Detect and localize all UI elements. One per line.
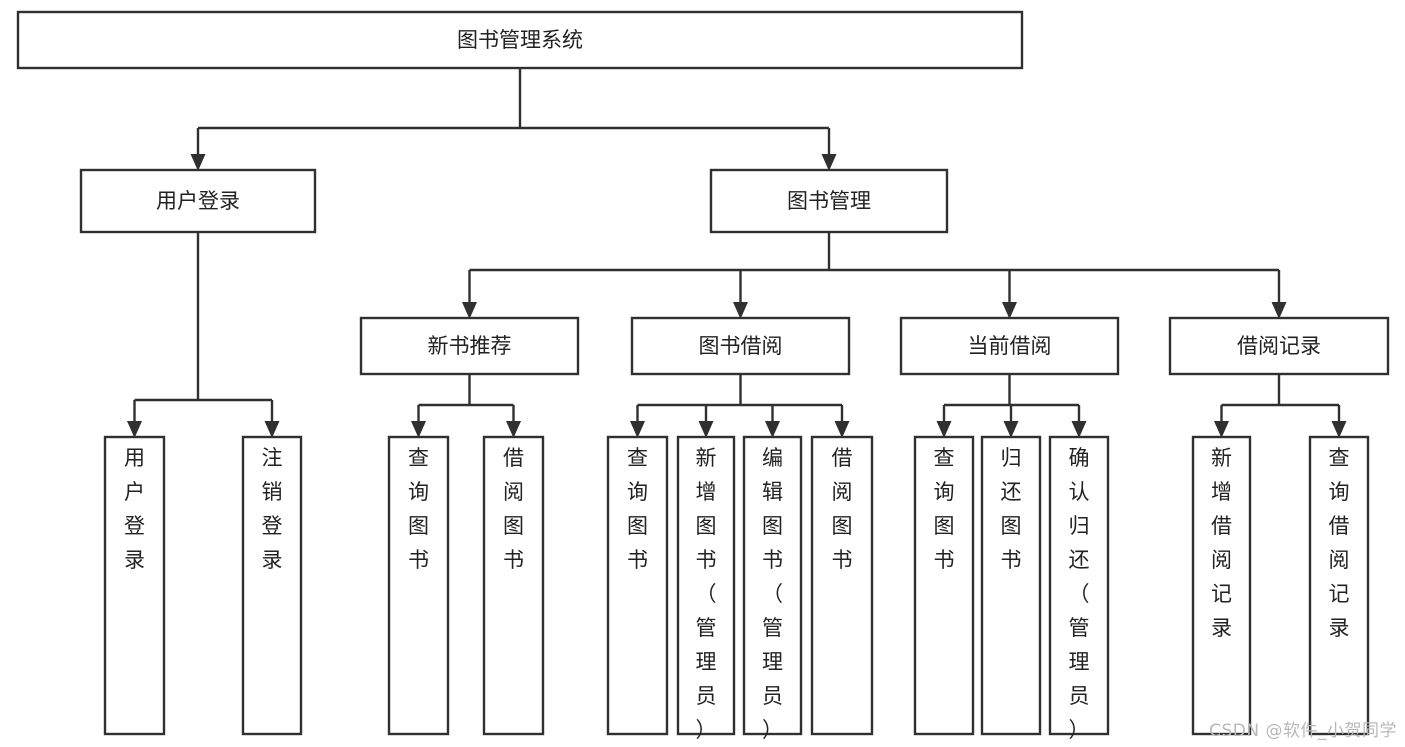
node-leaf-2[interactable]: 查询图书	[387, 435, 450, 736]
node-box	[359, 316, 580, 376]
node-box	[1168, 316, 1390, 376]
node-leaf-11[interactable]: 新增借阅记录	[1191, 435, 1252, 736]
node-label: 新书推荐	[428, 334, 512, 358]
node-label: 新增图书（管理员）	[696, 446, 717, 742]
arrow-head-icon	[765, 421, 780, 438]
node-label: 查询借阅记录	[1329, 446, 1350, 640]
arrow-head-icon	[1271, 302, 1287, 319]
node-box	[630, 316, 851, 376]
arrow-head-icon	[127, 421, 142, 438]
node-label: 图书管理系统	[457, 28, 583, 52]
arrow-head-icon	[1331, 421, 1347, 438]
node-l2-0[interactable]: 用户登录	[79, 168, 317, 234]
node-label: 注销登录	[262, 446, 283, 572]
node-leaf-7[interactable]: 借阅图书	[810, 435, 874, 736]
node-box	[103, 435, 166, 736]
arrow-head-icon	[733, 302, 748, 319]
node-label: 查询图书	[934, 446, 955, 572]
node-label: 编辑图书（管理员）	[762, 446, 783, 742]
node-l3-2[interactable]: 当前借阅	[899, 316, 1120, 376]
node-label: 查询图书	[627, 446, 648, 572]
branch-新书推荐-to-leaves	[411, 374, 521, 438]
node-box	[709, 168, 949, 234]
node-box	[79, 168, 317, 234]
node-root-0[interactable]: 图书管理系统	[16, 10, 1024, 70]
node-label: 图书借阅	[699, 334, 783, 358]
node-box	[1048, 435, 1110, 736]
node-leaf-4[interactable]: 查询图书	[606, 435, 669, 736]
node-leaf-10[interactable]: 确认归还（管理员）	[1048, 435, 1110, 742]
arrow-head-icon	[1003, 421, 1019, 438]
node-box	[676, 435, 736, 736]
node-box	[606, 435, 669, 736]
node-leaf-5[interactable]: 新增图书（管理员）	[676, 435, 736, 742]
arrow-head-icon	[1214, 421, 1229, 438]
arrow-head-icon	[462, 302, 477, 319]
node-l2-1[interactable]: 图书管理	[709, 168, 949, 234]
node-label: 用户登录	[156, 189, 240, 213]
node-label: 查询图书	[408, 446, 429, 572]
arrow-head-icon	[834, 421, 850, 438]
node-leaf-0[interactable]: 用户登录	[103, 435, 166, 736]
connector-layer	[127, 68, 1347, 438]
node-leaf-3[interactable]: 借阅图书	[482, 435, 545, 736]
node-box	[810, 435, 874, 736]
node-box	[1308, 435, 1370, 736]
node-box	[241, 435, 303, 736]
branch-图书借阅-to-leaves	[630, 374, 850, 438]
arrow-head-icon	[1002, 302, 1017, 319]
node-label: 归还图书	[1001, 446, 1022, 572]
arrow-head-icon	[1071, 421, 1087, 438]
branch-当前借阅-to-leaves	[936, 374, 1087, 438]
node-leaf-1[interactable]: 注销登录	[241, 435, 303, 736]
node-label: 确认归还（管理员）	[1069, 446, 1090, 742]
node-label: 新增借阅记录	[1211, 446, 1232, 640]
node-leaf-9[interactable]: 归还图书	[980, 435, 1042, 736]
branch-root-to-level2	[190, 68, 837, 171]
arrow-head-icon	[630, 421, 645, 438]
node-label: 借阅记录	[1237, 334, 1321, 358]
node-box	[913, 435, 975, 736]
branch-bookmgmt-to-level3	[462, 232, 1287, 319]
arrow-head-icon	[821, 154, 837, 171]
branch-userlogin-to-leaves	[127, 232, 280, 438]
node-label: 借阅图书	[832, 446, 853, 572]
node-leaf-6[interactable]: 编辑图书（管理员）	[742, 435, 803, 742]
node-label: 图书管理	[787, 189, 871, 213]
node-box	[742, 435, 803, 736]
node-box	[387, 435, 450, 736]
branch-借阅记录-to-leaves	[1214, 374, 1347, 438]
node-leaf-8[interactable]: 查询图书	[913, 435, 975, 736]
node-box	[980, 435, 1042, 736]
node-l3-0[interactable]: 新书推荐	[359, 316, 580, 376]
arrow-head-icon	[698, 421, 714, 438]
node-label: 用户登录	[124, 446, 145, 572]
arrow-head-icon	[264, 421, 280, 438]
node-l3-1[interactable]: 图书借阅	[630, 316, 851, 376]
node-l3-3[interactable]: 借阅记录	[1168, 316, 1390, 376]
node-box	[482, 435, 545, 736]
node-label: 当前借阅	[968, 334, 1052, 358]
node-box	[899, 316, 1120, 376]
arrow-head-icon	[190, 154, 206, 171]
node-label: 借阅图书	[503, 446, 524, 572]
arrow-head-icon	[936, 421, 952, 438]
watermark-text: CSDN @软件_小贺同学	[1209, 721, 1397, 741]
node-leaf-12[interactable]: 查询借阅记录	[1308, 435, 1370, 736]
arrow-head-icon	[411, 421, 426, 438]
node-box	[16, 10, 1024, 70]
arrow-head-icon	[506, 421, 521, 438]
node-box	[1191, 435, 1252, 736]
node-layer: 图书管理系统用户登录图书管理新书推荐图书借阅当前借阅借阅记录用户登录注销登录查询…	[16, 10, 1390, 742]
